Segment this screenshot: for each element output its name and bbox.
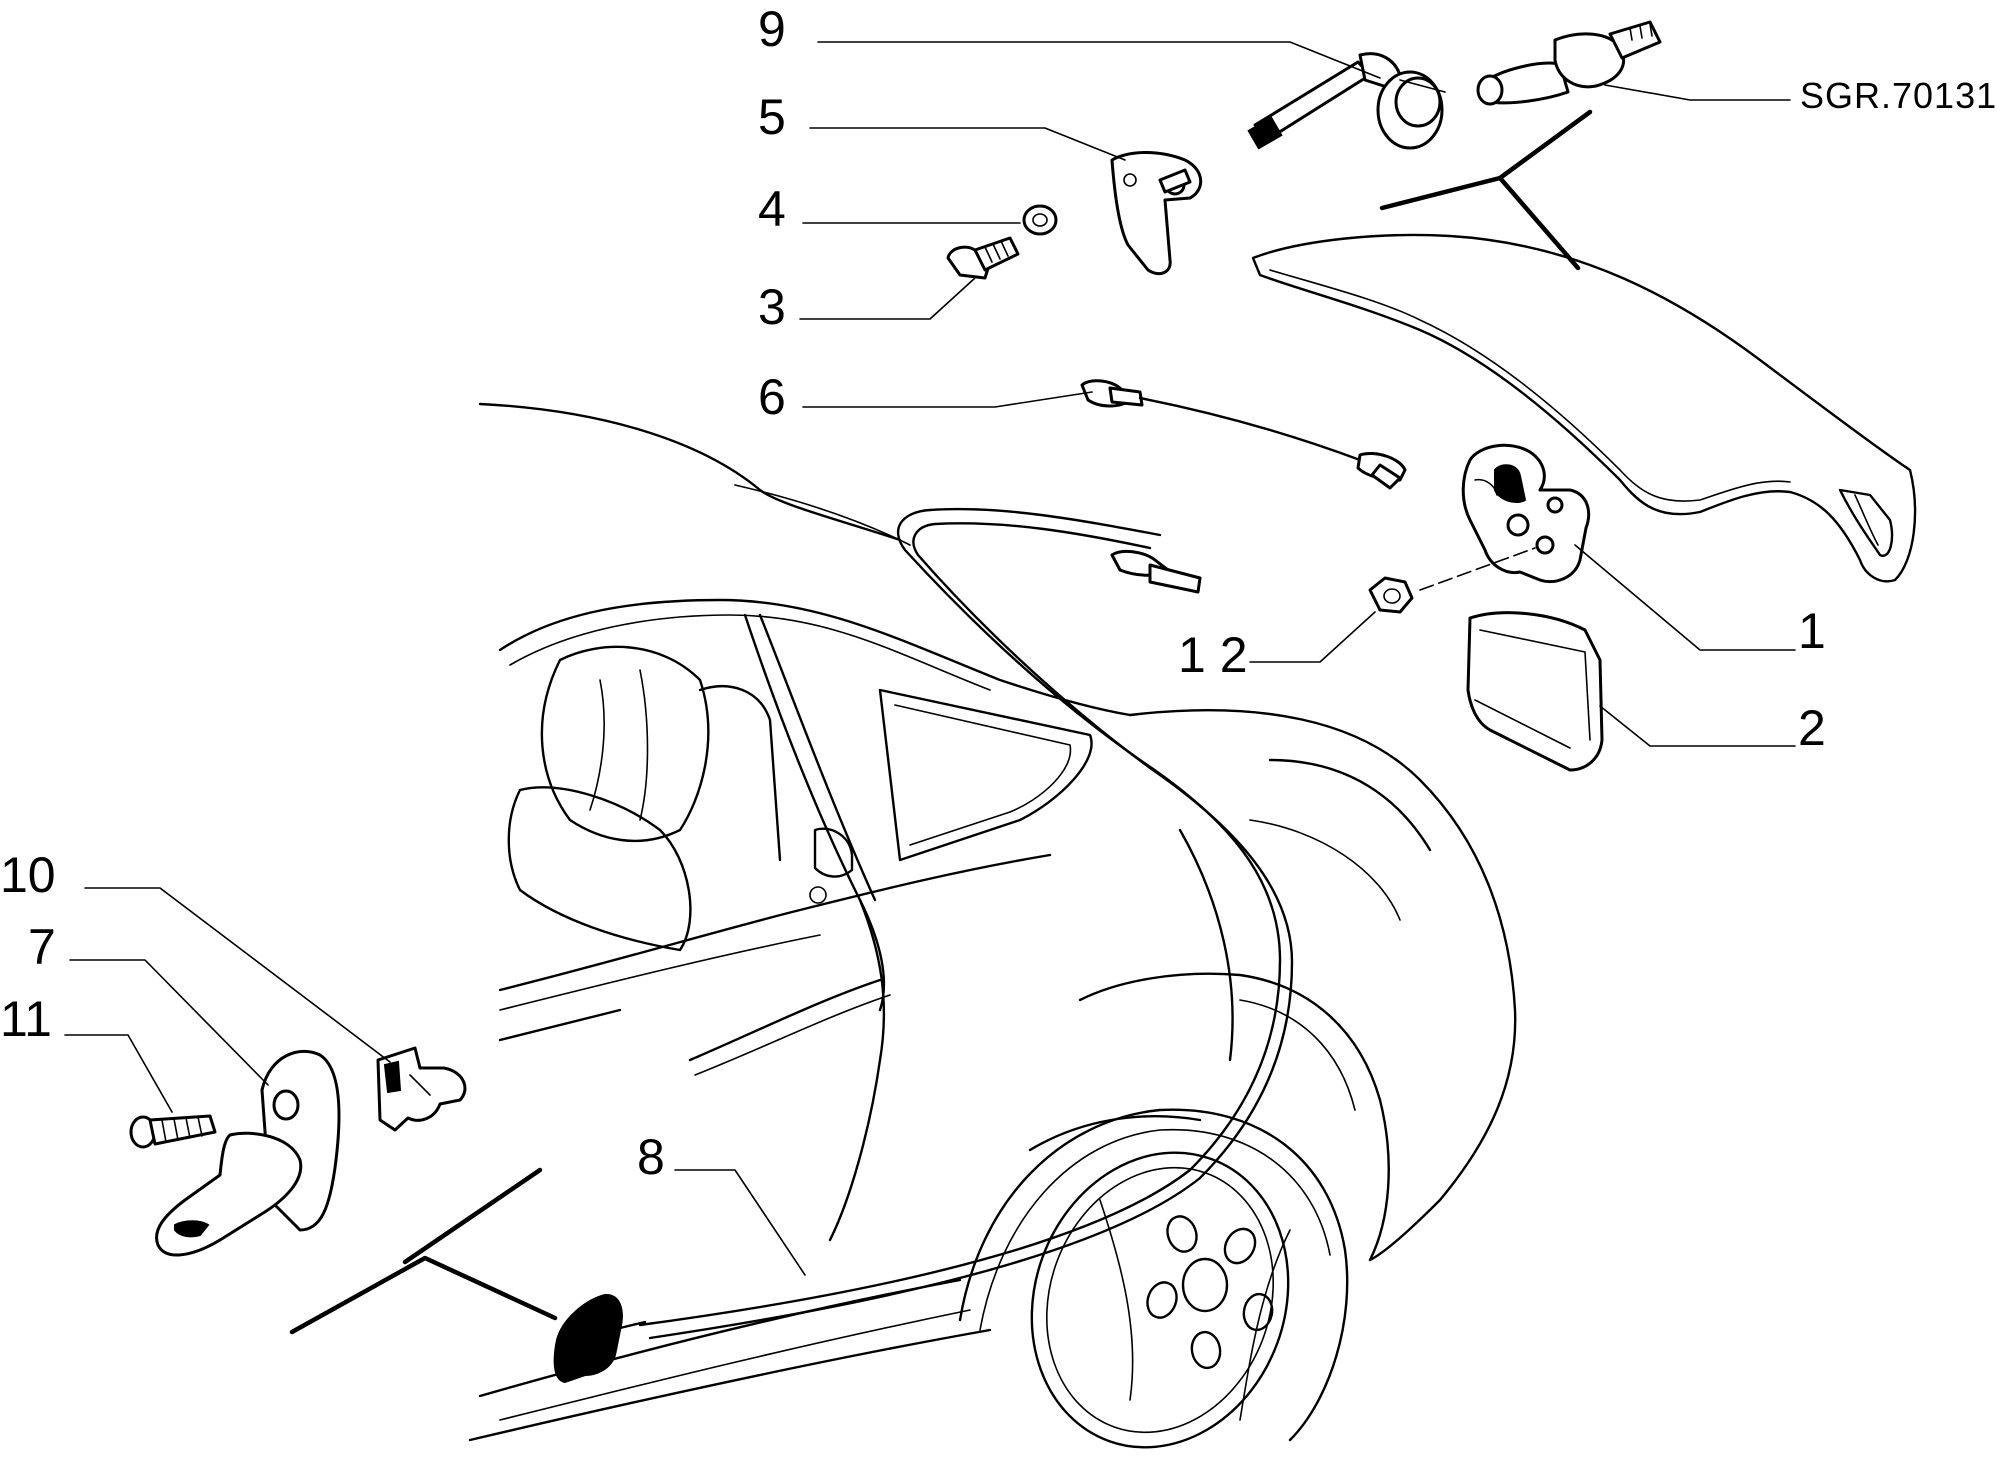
callout-6: 6 bbox=[758, 369, 786, 425]
callout-7: 7 bbox=[28, 919, 56, 975]
part-11-screw bbox=[129, 1114, 217, 1149]
callout-1: 1 bbox=[1798, 603, 1826, 659]
part-5-striker-bracket bbox=[1110, 151, 1203, 276]
lower-group-pointer bbox=[289, 1167, 558, 1335]
part-2-cover-pad bbox=[1466, 611, 1604, 772]
callout-9: 9 bbox=[758, 1, 786, 57]
callout-5: 5 bbox=[758, 89, 786, 145]
part-9-release-switch bbox=[1247, 52, 1446, 150]
part-1-lock-mechanism bbox=[1461, 443, 1591, 584]
part-12-axis bbox=[1419, 547, 1536, 591]
part-3-bolt bbox=[946, 236, 1020, 280]
part-4-washer bbox=[1022, 204, 1058, 236]
part-7-release-handle bbox=[155, 1049, 341, 1257]
part-8-release-cable bbox=[638, 507, 1294, 1340]
trunk-lid-pointer bbox=[1379, 109, 1593, 271]
callout-8: 8 bbox=[637, 1129, 665, 1185]
trunk-lid-illustration bbox=[1251, 233, 1917, 583]
part-6-cable bbox=[1080, 379, 1407, 490]
callout-4: 4 bbox=[758, 181, 786, 237]
interior-release-lever bbox=[553, 1293, 647, 1384]
callout-10: 10 bbox=[0, 847, 56, 903]
reference-code: SGR.70131 bbox=[1800, 75, 1997, 116]
callout-12: 1 2 bbox=[1178, 627, 1248, 683]
car-body-illustration bbox=[468, 402, 1517, 1449]
leader-lines bbox=[64, 41, 1796, 1276]
callout-3: 3 bbox=[758, 279, 786, 335]
part-10-clip bbox=[376, 1046, 467, 1132]
callout-2: 2 bbox=[1798, 700, 1826, 756]
callout-11: 11 bbox=[0, 991, 52, 1047]
part-12-nut bbox=[1368, 576, 1414, 614]
lock-cylinder bbox=[1476, 20, 1662, 106]
